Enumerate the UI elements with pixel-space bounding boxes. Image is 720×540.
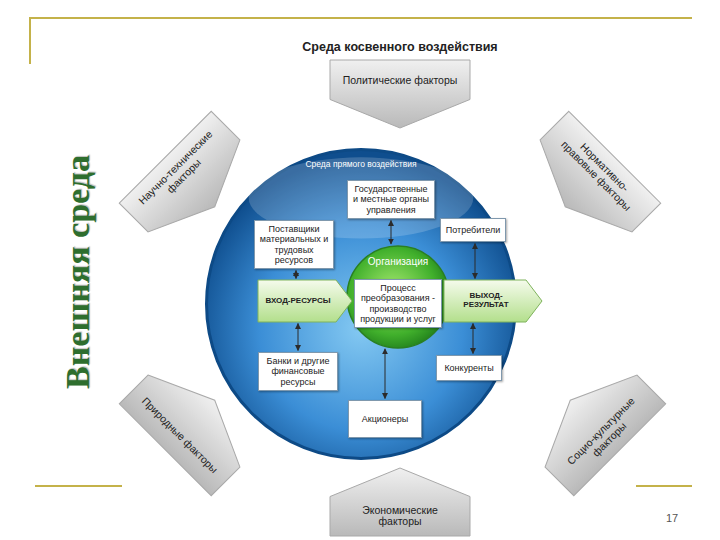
text-holder: Банки и другие финансовые ресурсы	[259, 353, 337, 390]
process-box: Потребители	[440, 218, 506, 242]
side-title: Внешняя среда	[59, 155, 97, 389]
node-text: ВЫХОД-РЕЗУЛЬТАТ	[447, 292, 525, 310]
diagram-title: Среда косвенного воздействия	[250, 40, 550, 54]
text-holder: Акционеры	[349, 401, 421, 437]
node-text: Процесс преобразования - производство пр…	[358, 283, 438, 323]
node-text: Конкуренты	[444, 363, 493, 373]
text-holder: ВХОД-РЕСУРСЫ	[258, 280, 338, 322]
shape-outline	[330, 60, 470, 128]
text-holder: ВЫХОД-РЕЗУЛЬТАТ	[444, 280, 528, 322]
text-holder: Потребители	[441, 219, 505, 241]
node-text: Экономические факторы	[342, 505, 458, 529]
text-holder: Политические факторы	[330, 60, 470, 101]
organization-circle: ОрганизацияПроцесс преобразования - прои…	[346, 245, 450, 349]
text-holder: Среда прямого воздействия	[205, 160, 517, 170]
text-holder: Экономические факторы	[330, 497, 470, 536]
factor-arrow: Политические факторы	[330, 60, 470, 128]
text-holder: Процесс преобразования - производство пр…	[355, 280, 441, 327]
environment-circle: Среда прямого воздействияГосударственные…	[205, 148, 517, 460]
node-text: Акционеры	[362, 414, 409, 424]
node-text: Государственные и местные органы управле…	[351, 184, 431, 214]
process-box: Акционеры	[348, 400, 422, 438]
factor-arrow: Социо-культурные факторы	[524, 354, 665, 495]
node-text: Среда прямого воздействия	[305, 160, 416, 170]
flow-arrow: ВХОД-РЕСУРСЫ	[258, 280, 352, 322]
process-box: Поставщики материальных и трудовых ресур…	[254, 220, 334, 269]
process-box: Банки и другие финансовые ресурсы	[258, 352, 338, 391]
text-holder: Конкуренты	[437, 356, 501, 380]
text-holder: Организация	[346, 256, 450, 267]
node-text: Поставщики материальных и трудовых ресур…	[258, 224, 330, 264]
process-box: Конкуренты	[436, 355, 502, 381]
factor-arrow: Экономические факторы	[330, 468, 470, 536]
process-box: Процесс преобразования - производство пр…	[354, 279, 442, 328]
page-number: 17	[666, 512, 678, 524]
node-text: ВХОД-РЕСУРСЫ	[265, 297, 330, 306]
process-box: Государственные и местные органы управле…	[347, 180, 435, 219]
node-text: Банки и другие финансовые ресурсы	[262, 356, 334, 386]
factor-arrow: Нормативно-правовые факторы	[519, 111, 660, 252]
shape-outline	[519, 111, 660, 252]
node-text: Потребители	[446, 225, 501, 235]
flow-arrow: ВЫХОД-РЕЗУЛЬТАТ	[444, 280, 542, 322]
shape-outline	[524, 354, 665, 495]
text-holder: Государственные и местные органы управле…	[348, 181, 434, 218]
node-text: Организация	[368, 256, 428, 267]
node-text: Политические факторы	[343, 75, 458, 87]
text-holder: Поставщики материальных и трудовых ресур…	[255, 221, 333, 268]
